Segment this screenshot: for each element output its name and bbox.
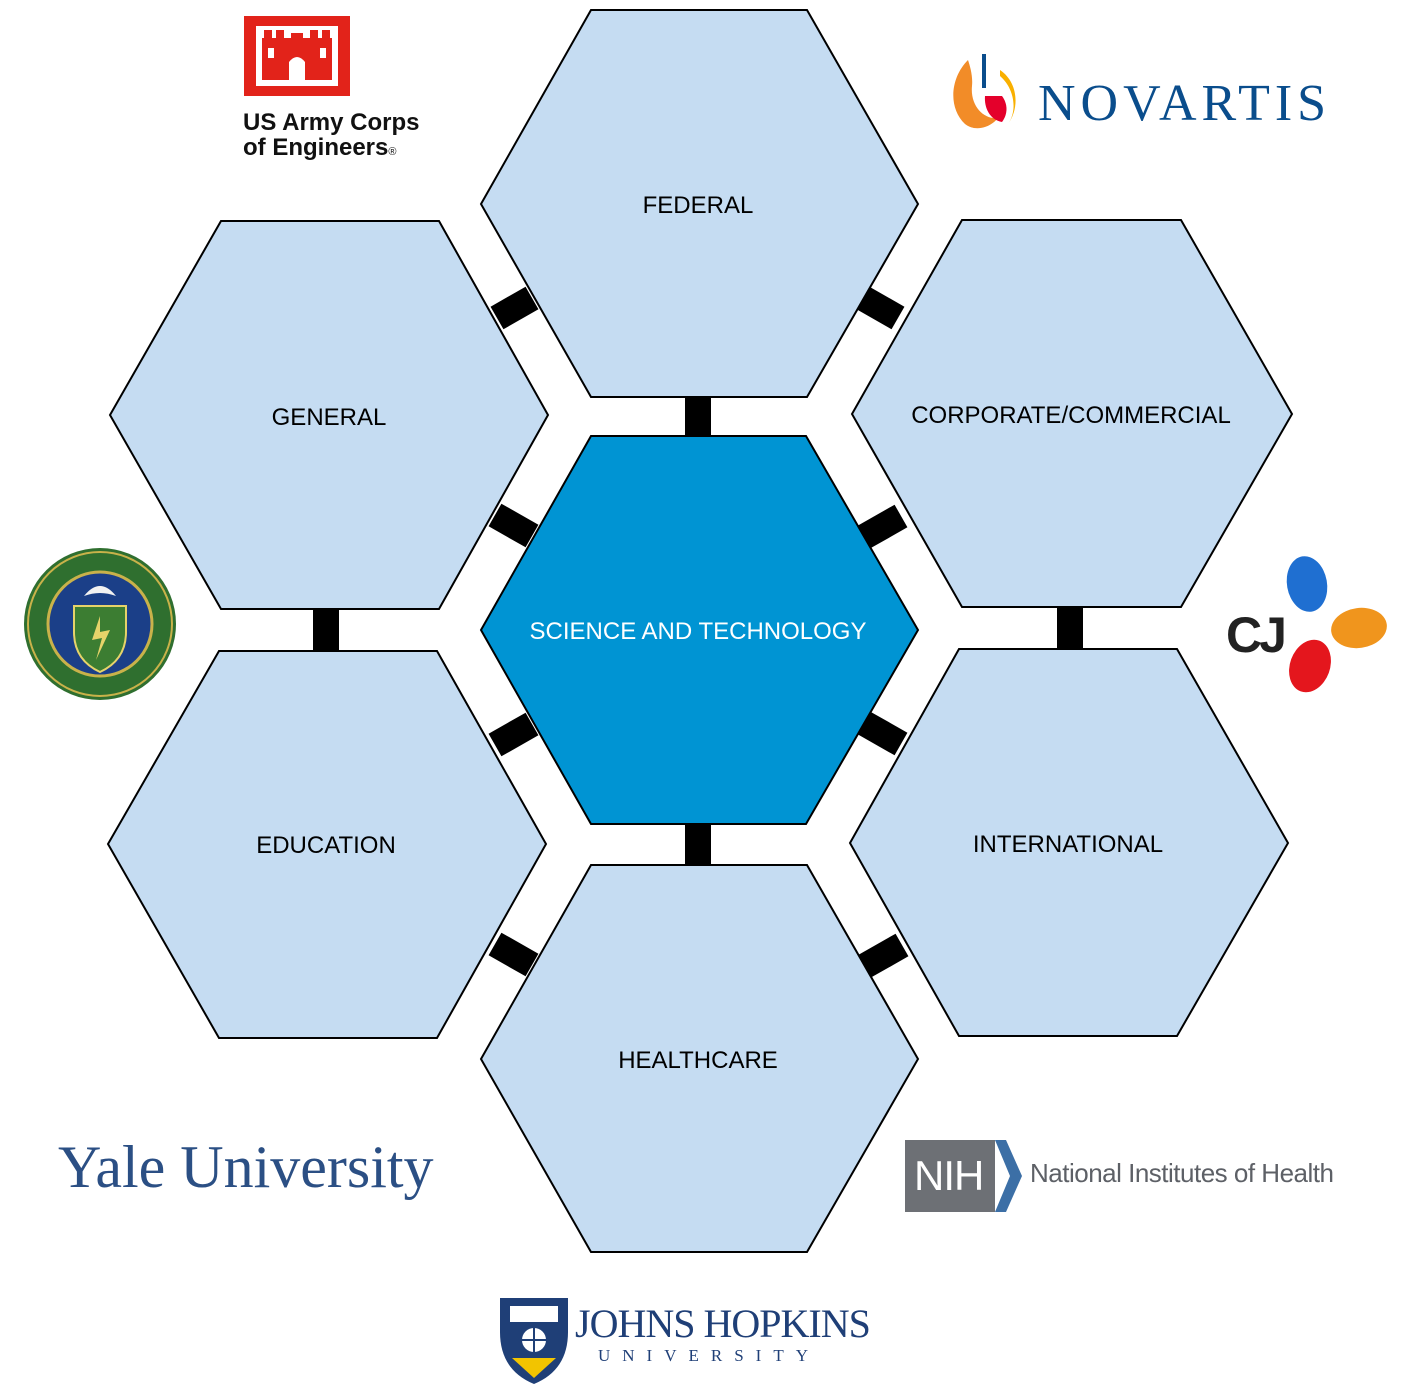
cj-petals-icon: [1286, 556, 1387, 693]
novartis-logo-text: NOVARTIS: [1038, 75, 1332, 132]
usace-castle-icon: [244, 16, 350, 96]
connector-general-federal: [490, 286, 539, 330]
hexagon-healthcare: [479, 864, 920, 1253]
usace-line2: of Engineers®: [243, 135, 419, 165]
doe-seal-icon: [24, 548, 176, 700]
jhu-logo-university: UNIVERSITY: [598, 1346, 820, 1365]
connectors: [313, 286, 1083, 978]
label-general: GENERAL: [272, 404, 387, 431]
label-healthcare: HEALTHCARE: [618, 1047, 778, 1074]
hexagon-labels: FEDERAL GENERAL CORPORATE/COMMERCIAL SCI…: [256, 192, 1231, 1074]
nih-logo-name: National Institutes of Health: [1030, 1158, 1334, 1188]
jhu-logo-name: JOHNS HOPKINS: [575, 1301, 871, 1346]
cj-logo-text: CJ: [1226, 607, 1287, 663]
label-education: EDUCATION: [256, 832, 396, 859]
jhu-shield-icon: [500, 1298, 568, 1384]
hexagon-international: [848, 648, 1290, 1037]
yale-logo-text: Yale University: [58, 1134, 434, 1200]
connector-healthcare-international: [858, 933, 909, 978]
hexagon-general: [108, 220, 550, 610]
hexagons: [106, 9, 1294, 1253]
usace-logo-text: US Army Corps of Engineers®: [243, 110, 419, 165]
hexagon-education: [106, 650, 548, 1039]
hexagon-corporate-commercial: [850, 219, 1294, 608]
connector-education-healthcare: [488, 932, 539, 977]
label-federal: FEDERAL: [643, 192, 754, 219]
usace-line2-text: of Engineers: [243, 134, 389, 161]
usace-registered-mark: ®: [388, 146, 397, 158]
connector-federal-corporate: [856, 286, 905, 330]
novartis-flame-icon: [953, 54, 1016, 129]
usace-line1: US Army Corps: [243, 109, 420, 136]
hexagon-federal: [479, 9, 920, 398]
label-science-technology: SCIENCE AND TECHNOLOGY: [530, 618, 867, 645]
connector-center-international: [857, 711, 908, 756]
connector-center-corporate: [857, 504, 908, 549]
connector-general-center: [488, 503, 539, 548]
connector-education-center: [488, 712, 539, 757]
label-international: INTERNATIONAL: [973, 831, 1163, 858]
nih-chevron-icon: [995, 1140, 1022, 1212]
hexagon-science-technology: [479, 435, 920, 825]
nih-logo-abbr: NIH: [914, 1152, 984, 1199]
label-corporate-commercial: CORPORATE/COMMERCIAL: [911, 402, 1231, 429]
nih-logo-box: [905, 1140, 995, 1212]
